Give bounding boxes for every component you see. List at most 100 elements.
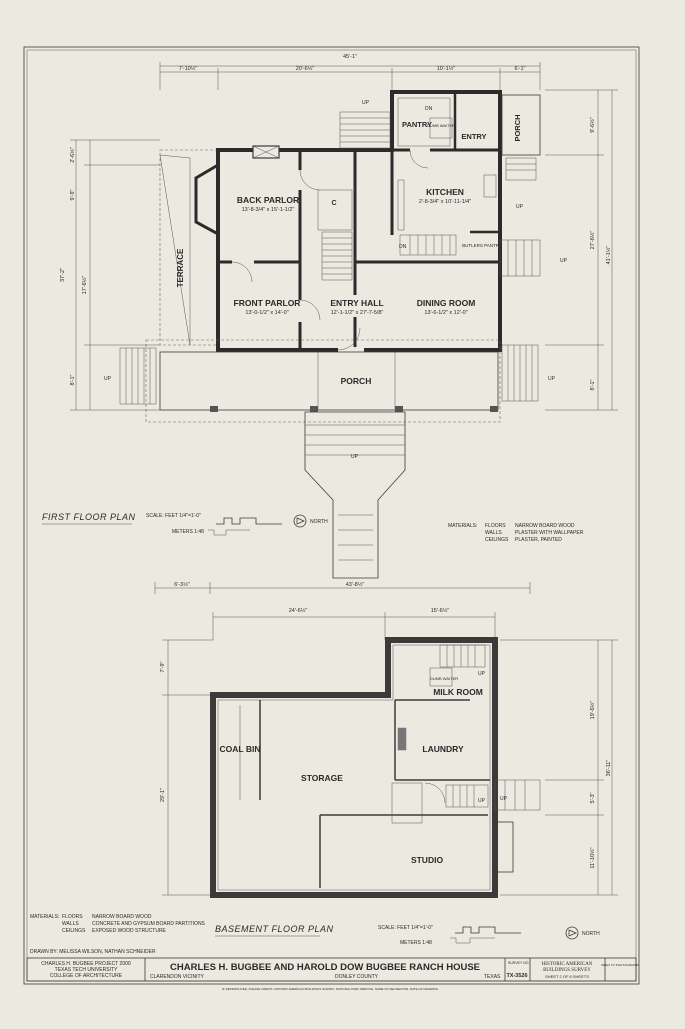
ff-walls-label: WALLS — [485, 530, 502, 536]
bsmt-dim-right-total: 36'-11" — [606, 760, 612, 777]
dim-right-total: 41'-1½" — [605, 246, 612, 265]
north-arrow-icon — [293, 514, 307, 528]
entry-hall-dim: 12'-1-1/2" x 27'-7-5/8" — [331, 310, 384, 316]
ff-ceilings: PLASTER, PAINTED — [515, 537, 562, 543]
coal-bin-label: COAL BIN — [220, 744, 261, 754]
basement-title: BASEMENT FLOOR PLAN — [215, 924, 334, 934]
milk-room-up: UP — [478, 671, 486, 677]
dim-left-c: 17'-6½" — [81, 276, 88, 295]
dining-room-label: DINING ROOM — [417, 298, 476, 308]
right-porch-up: UP — [548, 376, 556, 382]
habs-line1: HISTORIC AMERICAN — [542, 962, 593, 967]
survey-number: TX-3526 — [506, 973, 527, 979]
ff-floors-label: FLOORS — [485, 523, 506, 529]
ff-walls: PLASTER WITH WALLPAPER — [515, 530, 584, 536]
bs-floors: NARROW BOARD WOOD — [92, 914, 152, 920]
dim-top-total: 45'-1" — [343, 54, 357, 60]
bsmt-dim-right-a: 19'-6½" — [589, 701, 596, 720]
butlers-pantry-label: BUTLERS PANTRY — [462, 243, 502, 248]
laundry-up: UP — [478, 798, 486, 804]
dim-left-b: 9'-9" — [70, 189, 76, 200]
first-floor-meters: METERS 1:48 — [172, 529, 204, 535]
right-steps-up: UP — [560, 258, 568, 264]
basement-scale: SCALE: FEET 1/4"=1'-0" — [378, 925, 433, 931]
bs-ceilings-label: CEILINGS — [62, 928, 86, 934]
bsmt-dumb-waiter-label: DUMB WAITER — [430, 676, 458, 681]
side-porch-up: UP — [516, 204, 524, 210]
closet-label: C — [331, 200, 336, 207]
index-photos: INDEX TO PHOTOGRAPHS — [601, 963, 639, 967]
university: TEXAS TECH UNIVERSITY — [55, 967, 118, 973]
drawn-by: DRAWN BY: MELISSA WILSON, NATHAN SCHNEID… — [30, 949, 156, 955]
dining-room-dim: 13'-6-1/2" x 12'-0" — [424, 310, 467, 316]
entry-label: ENTRY — [461, 132, 486, 141]
back-parlor-dim: 13'-8-3/4" x 15'-1-1/2" — [242, 207, 295, 213]
ff-ceilings-label: CEILINGS — [485, 537, 509, 543]
porch-label: PORCH — [341, 376, 372, 386]
first-floor-north: NORTH — [310, 519, 328, 525]
vicinity: CLARENDON VICINITY — [150, 974, 205, 980]
drawing-title: CHARLES H. BUGBEE AND HAROLD DOW BUGBEE … — [170, 962, 480, 973]
bsmt-dim-right-c: 11'-10½" — [589, 847, 596, 868]
entry-hall-label: ENTRY HALL — [330, 298, 383, 308]
pantry-dn-label: DN — [425, 106, 433, 112]
bsmt-dim-top-b: 15'-6½" — [431, 607, 450, 614]
stair-dn-label: DN — [399, 244, 407, 250]
first-floor-title: FIRST FLOOR PLAN — [42, 512, 136, 522]
bs-floors-label: FLOORS — [62, 914, 83, 920]
sheet-number: SHEET 2 OF 6 SHEETS — [545, 974, 589, 979]
ff-floors: NARROW BOARD WOOD — [515, 523, 575, 529]
basement-north: NORTH — [582, 931, 600, 937]
bsmt-dim-top-a: 24'-6½" — [289, 607, 308, 614]
basement-walls — [210, 637, 498, 898]
dim-top-c: 10'-1½" — [437, 65, 456, 72]
dim-bottom-a: 6'-3½" — [174, 581, 190, 588]
credit-footer: IF REPRODUCED, PLEASE CREDIT: HISTORIC A… — [222, 987, 438, 991]
college: COLLEGE OF ARCHITECTURE — [50, 973, 123, 979]
front-porch — [159, 351, 499, 411]
milk-room-label: MILK ROOM — [433, 687, 483, 697]
sheet-border — [23, 46, 640, 985]
survey-label: SURVEY NO. — [508, 961, 529, 965]
exterior-up: UP — [500, 796, 508, 802]
dim-left-d: 8'-1" — [70, 374, 76, 385]
studio-label: STUDIO — [411, 855, 444, 865]
bsmt-dim-left-b: 29'-1" — [160, 788, 166, 802]
side-porch-label: PORCH — [513, 114, 522, 141]
laundry-label: LAUNDRY — [422, 744, 464, 754]
kitchen-label: KITCHEN — [426, 187, 464, 197]
bsmt-dim-left-a: 7'-9" — [160, 661, 166, 672]
first-floor-walls — [216, 90, 502, 352]
habs-line2: BUILDINGS SURVEY — [543, 968, 591, 973]
dim-top-d: 6'-1" — [515, 66, 526, 72]
kitchen-dim: 2'-8-3/4" x 10'-11-1/4" — [419, 199, 471, 205]
dim-right-b: 27'-6½" — [589, 231, 596, 250]
dim-left-total: 37'-2" — [60, 268, 66, 282]
project-name: CHARLES H. BUGBEE PROJECT 2000 — [41, 961, 131, 967]
back-parlor-label: BACK PARLOR — [237, 195, 299, 205]
left-steps-up: UP — [104, 376, 112, 382]
bs-ceilings: EXPOSED WOOD STRUCTURE — [92, 928, 167, 934]
terrace-label: TERRACE — [176, 248, 185, 287]
county: DONLEY COUNTY — [335, 974, 379, 980]
first-floor-plan: 45'-1" 7'-10½" 20'-6½" 10'-1½" 6'-1" 37'… — [42, 54, 618, 594]
bs-materials-header: MATERIALS: — [30, 914, 59, 920]
dim-right-a: 9'-6½" — [589, 117, 596, 133]
bsmt-dim-right-b: 5'-3" — [590, 792, 596, 803]
back-steps-up: UP — [362, 100, 370, 106]
dim-bottom-total: 43'-8½" — [346, 581, 365, 588]
front-steps-up: UP — [351, 454, 359, 460]
dim-left-a: 2'-6½" — [69, 147, 76, 163]
dim-top-b: 20'-6½" — [296, 65, 315, 72]
front-walk — [304, 411, 406, 579]
dim-right-c: 8'-1" — [590, 379, 596, 390]
ff-materials-header: MATERIALS: — [448, 523, 477, 529]
bs-walls: CONCRETE AND GYPSUM BOARD PARTITIONS — [92, 921, 206, 927]
title-block: DRAWN BY: MELISSA WILSON, NATHAN SCHNEID… — [26, 949, 639, 991]
front-parlor-dim: 13'-0-1/2" x 14'-0" — [245, 310, 288, 316]
dim-top-a: 7'-10½" — [179, 65, 198, 72]
storage-label: STORAGE — [301, 773, 343, 783]
first-floor-scale: SCALE: FEET 1/4"=1'-0" — [146, 513, 201, 519]
basement-plan: 24'-6½" 15'-6½" 7'-9" 29'-1" 19'-6½" 5'-… — [30, 607, 618, 946]
